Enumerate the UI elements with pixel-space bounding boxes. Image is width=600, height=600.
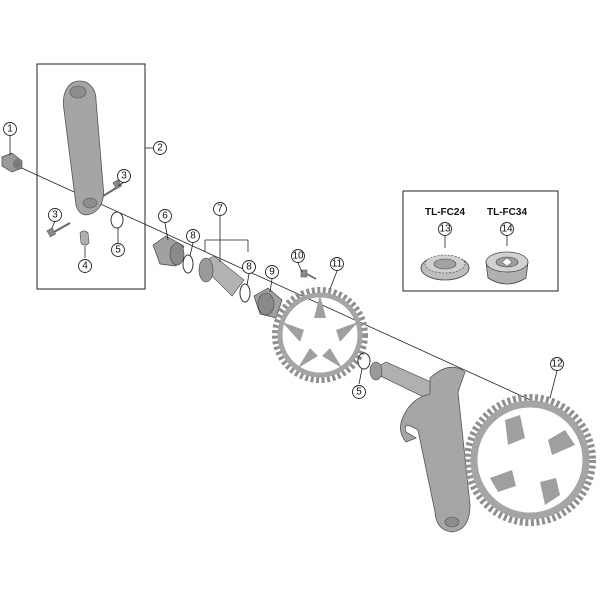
svg-text:11: 11: [332, 259, 343, 270]
part-right-adapter-cup: [253, 287, 283, 319]
svg-text:14: 14: [501, 224, 513, 235]
part-crank-cap-bolt: [1, 152, 23, 173]
part-o-ring-right: [357, 352, 371, 370]
part-inner-chainring: [272, 287, 368, 383]
part-bottom-bracket-sleeve: [198, 255, 245, 297]
callout-6: 6: [158, 209, 172, 223]
part-spacer-left: [182, 254, 194, 274]
part-pinch-bolt-lower: [46, 222, 71, 238]
svg-text:3: 3: [52, 210, 58, 221]
svg-text:3: 3: [121, 171, 127, 182]
callout-8-right: 8: [242, 260, 256, 274]
svg-text:5: 5: [356, 387, 362, 398]
part-pinch-bolt-upper: [102, 179, 122, 197]
svg-text:6: 6: [162, 211, 168, 222]
part-safety-plate: [79, 230, 90, 246]
svg-text:9: 9: [269, 267, 275, 278]
svg-text:7: 7: [217, 204, 223, 215]
callout-3-upper: 3: [117, 169, 131, 183]
part-spacer-right: [239, 283, 251, 303]
svg-text:4: 4: [82, 261, 88, 272]
callout-9: 9: [265, 265, 279, 279]
callout-8-left: 8: [186, 229, 200, 243]
callout-11: 11: [330, 257, 344, 271]
tool-label-tl-fc24: TL-FC24: [425, 207, 465, 218]
svg-text:13: 13: [439, 224, 451, 235]
svg-text:8: 8: [246, 262, 252, 273]
part-right-crank-arm-assembly: [369, 361, 471, 533]
tool-box: [402, 190, 559, 292]
callout-4: 4: [78, 259, 92, 273]
part-left-adapter-cup: [152, 235, 185, 267]
svg-text:2: 2: [157, 143, 163, 154]
tool-tl-fc24: [420, 254, 470, 281]
tool-label-tl-fc34: TL-FC34: [487, 207, 527, 218]
left-crank-group-box: [36, 63, 146, 290]
part-outer-chainring: [464, 394, 596, 526]
svg-text:1: 1: [7, 124, 13, 135]
callout-5-right: 5: [352, 385, 366, 399]
callout-14: 14: [500, 222, 514, 236]
svg-text:10: 10: [292, 251, 304, 262]
part-chainring-bolt: [300, 269, 317, 280]
callout-13: 13: [438, 222, 452, 236]
svg-text:12: 12: [551, 359, 563, 370]
callout-7: 7: [213, 202, 227, 216]
callout-10: 10: [291, 249, 305, 263]
part-left-crank-arm: [62, 80, 104, 216]
part-o-ring-left: [110, 211, 124, 229]
assembly-axis-line: [14, 164, 549, 409]
leader-lines: [9, 135, 558, 399]
callout-1: 1: [3, 122, 17, 136]
svg-text:8: 8: [190, 231, 196, 242]
callout-12: 12: [550, 357, 564, 371]
callout-5-left: 5: [111, 243, 125, 257]
tool-tl-fc34: [485, 251, 529, 285]
svg-text:5: 5: [115, 245, 121, 256]
callout-3-lower: 3: [48, 208, 62, 222]
callout-2: 2: [153, 141, 167, 155]
